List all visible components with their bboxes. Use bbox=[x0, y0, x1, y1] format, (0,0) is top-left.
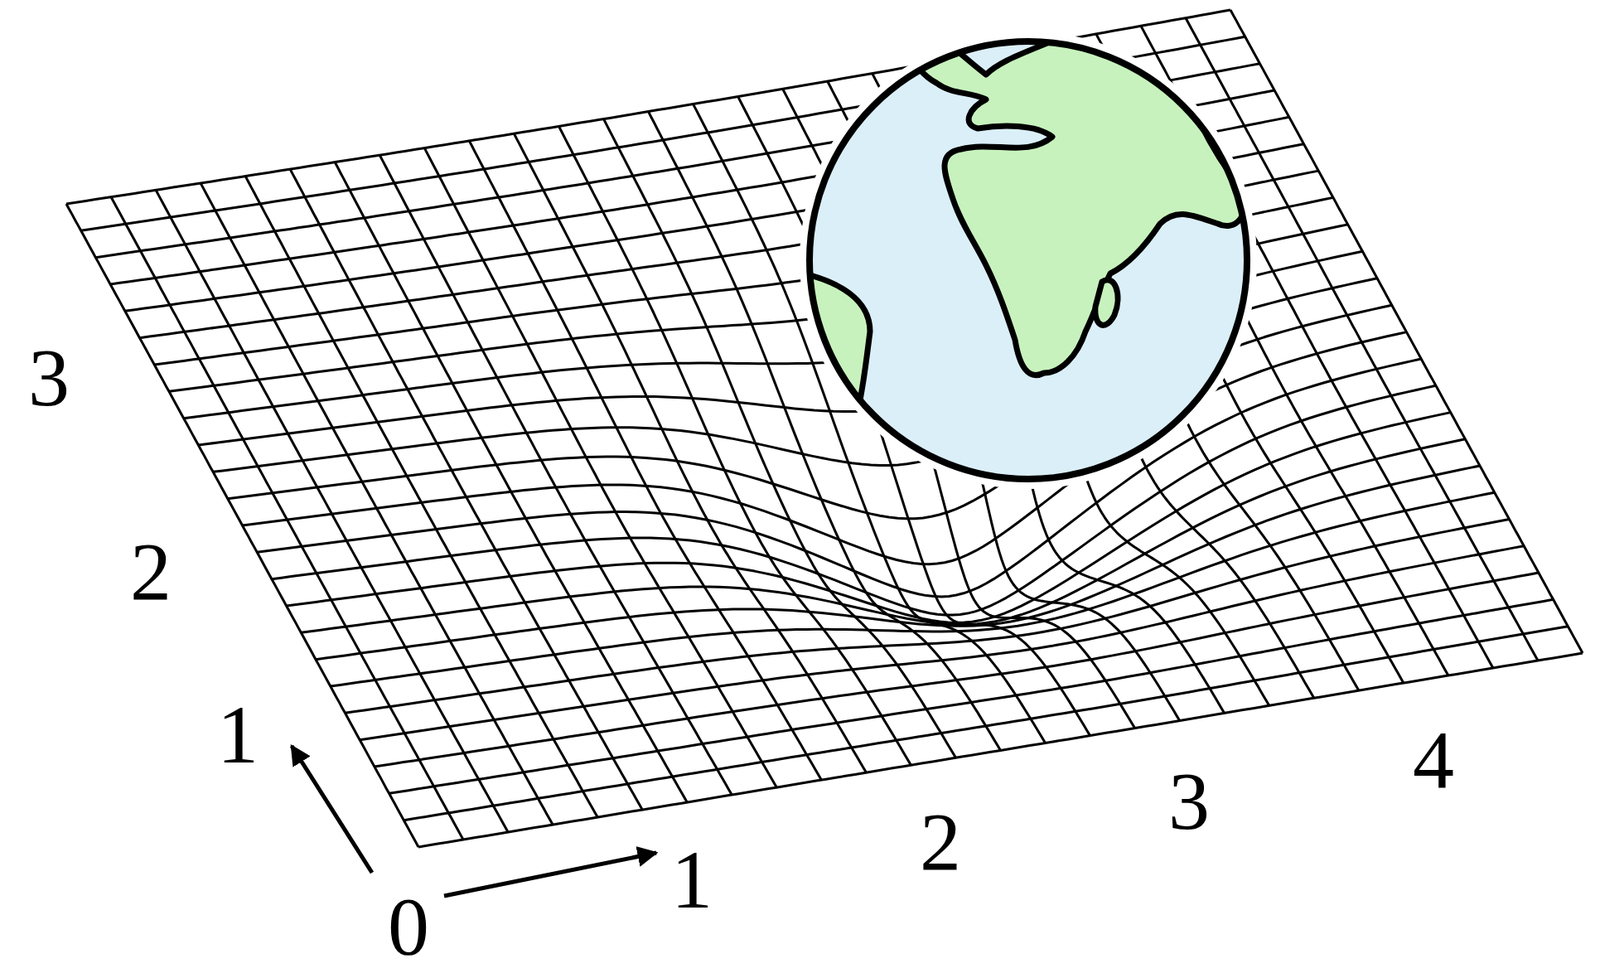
axis-number: 2 bbox=[919, 800, 962, 884]
axis-arrow bbox=[444, 852, 657, 896]
axis-number: 1 bbox=[217, 693, 259, 777]
grid-line bbox=[374, 572, 1539, 767]
axis-number: 1 bbox=[671, 838, 713, 922]
axis-number: 3 bbox=[28, 336, 70, 420]
grid-line bbox=[111, 197, 464, 840]
earth-globe bbox=[795, 13, 1257, 489]
axis-arrow bbox=[291, 745, 373, 873]
axis-number: 3 bbox=[1168, 759, 1210, 843]
grid-line bbox=[155, 189, 508, 832]
grid-line bbox=[242, 332, 1407, 565]
axis-number: 2 bbox=[130, 530, 172, 614]
grid-line bbox=[200, 183, 553, 825]
grid-line bbox=[379, 154, 732, 795]
grid-line bbox=[290, 169, 643, 810]
axis-number: 0 bbox=[387, 884, 430, 968]
grid-line bbox=[245, 176, 598, 817]
grid-line bbox=[256, 358, 1422, 597]
grid-line bbox=[389, 599, 1554, 793]
grid-line bbox=[418, 652, 1583, 847]
grid-line bbox=[286, 412, 1451, 624]
axis-number: 4 bbox=[1412, 718, 1455, 802]
warped-grid bbox=[66, 9, 1583, 847]
